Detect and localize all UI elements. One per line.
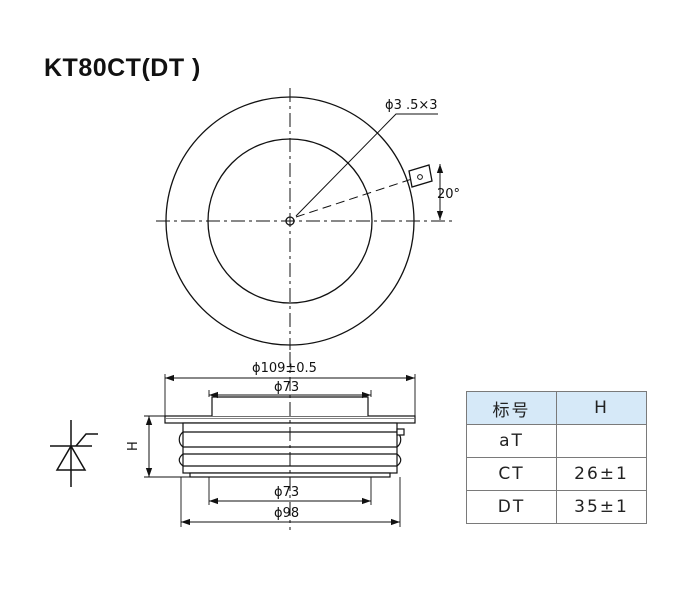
table-header-cell: 标号 [466, 391, 557, 425]
table-row: aT [466, 424, 647, 458]
table-cell: CT [466, 457, 557, 491]
table-cell: 26±1 [556, 457, 647, 491]
table-cell [556, 424, 647, 458]
table-header-cell: H [556, 391, 647, 425]
top-inner-diameter-label: ϕ73 [274, 380, 299, 395]
page-title: KT80CT(DT ) [44, 54, 201, 82]
terminal-hole [417, 174, 423, 180]
bottom-outer-diameter-label: ϕ98 [274, 506, 299, 521]
hole-dimension: ϕ3 .5×3 [385, 98, 438, 113]
height-label: H [126, 441, 141, 451]
thyristor-symbol-icon [50, 420, 98, 487]
angle-dimension: 20° [437, 187, 460, 202]
bottom-plate [189, 472, 391, 478]
bottom-inner-diameter-label: ϕ73 [274, 485, 299, 500]
table-header-row: 标号 H [466, 391, 647, 425]
table-cell: aT [466, 424, 557, 458]
table-row: CT 26±1 [466, 457, 647, 491]
terminal-tab [408, 164, 433, 188]
side-view [144, 352, 416, 530]
angle-reference-line [295, 176, 419, 218]
top-view [156, 88, 452, 350]
gate-pin [396, 428, 405, 436]
table-row: DT 35±1 [466, 490, 647, 524]
hole-leader-line [295, 113, 438, 217]
outer-diameter-label: ϕ109±0.5 [252, 361, 317, 376]
table-cell: 35±1 [556, 490, 647, 524]
spec-table: 标号 H aT CT 26±1 DT 35±1 [466, 391, 647, 524]
table-cell: DT [466, 490, 557, 524]
